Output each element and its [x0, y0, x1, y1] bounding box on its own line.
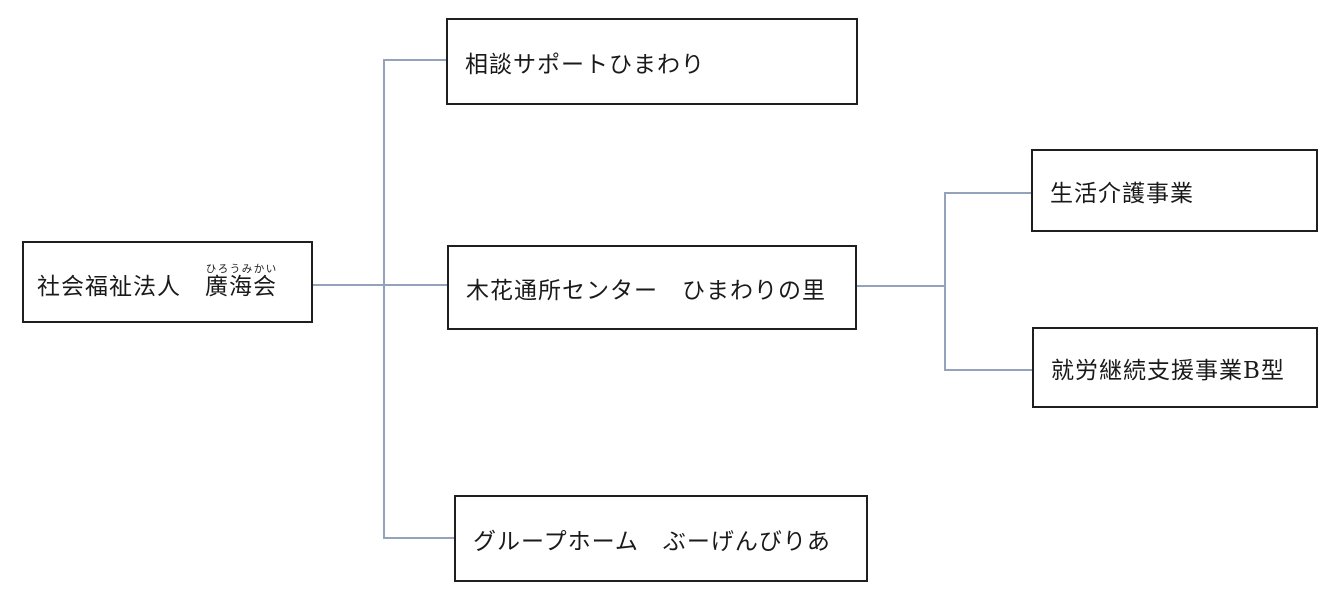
- connector-right-trunk: [944, 192, 946, 371]
- root-label: 社会福祉法人 廣海会ひろうみかい: [24, 263, 277, 301]
- node-life-care-service: 生活介護事業: [1031, 149, 1318, 232]
- connector-day-center-to-trunk: [856, 285, 945, 287]
- node-label: 木花通所センター ひまわりの里: [466, 277, 826, 304]
- root-name-ruby: 廣海会ひろうみかい: [205, 263, 277, 300]
- root-prefix: 社会福祉法人: [37, 274, 205, 300]
- node-label: 就労継続支援事業B型: [1051, 357, 1285, 384]
- connector-to-group-home: [383, 537, 455, 539]
- node-group-home-bougainvillea: グループホーム ぶーげんびりあ: [454, 495, 868, 582]
- node-label: 生活介護事業: [1050, 180, 1194, 207]
- node-kibana-day-center-himawari-no-sato: 木花通所センター ひまわりの里: [447, 245, 857, 330]
- node-label: グループホーム ぶーげんびりあ: [473, 528, 831, 555]
- connector-left-trunk: [383, 59, 385, 539]
- node-root-corporation: 社会福祉法人 廣海会ひろうみかい: [22, 241, 313, 323]
- node-label: 相談サポートひまわり: [465, 51, 705, 78]
- connector-to-employment-support: [944, 369, 1033, 371]
- connector-to-life-care: [944, 192, 1032, 194]
- connector-to-consultation-support: [383, 59, 447, 61]
- node-consultation-support-himawari: 相談サポートひまわり: [446, 18, 858, 105]
- root-furigana: ひろうみかい: [205, 263, 277, 275]
- connector-root-to-middle: [313, 284, 447, 286]
- root-name: 廣海会: [205, 274, 277, 300]
- node-employment-support-type-b: 就労継続支援事業B型: [1032, 327, 1318, 408]
